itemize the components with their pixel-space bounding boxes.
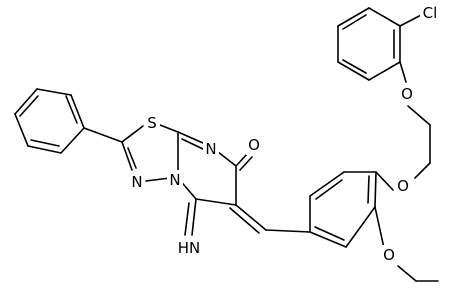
ring-nitrogen-bridge-label: N: [169, 171, 180, 189]
ring-nitrogen-right-atom: N: [203, 139, 219, 159]
ether-oxygen-upper-atom: O: [399, 84, 415, 104]
ethoxy-oxygen-atom: O: [381, 245, 397, 265]
ketone-oxygen-atom: O: [246, 135, 262, 155]
ring-nitrogen-left-label: N: [131, 173, 142, 191]
ketone-oxygen-label: O: [248, 136, 260, 154]
ether-oxygen-lower-label: O: [397, 177, 409, 195]
imine-label: HN: [178, 239, 201, 257]
chloro-atom: Cl: [420, 4, 440, 22]
sulfur-atom: S: [144, 113, 160, 133]
bond-lines: [14, 7, 439, 282]
sulfur-label: S: [147, 114, 157, 132]
imine-atom: HN: [176, 238, 202, 258]
ring-nitrogen-bridge-atom: N: [167, 170, 183, 190]
ring-nitrogen-left-atom: N: [129, 172, 145, 192]
ethoxy-oxygen-label: O: [383, 246, 395, 264]
ring-nitrogen-right-label: N: [205, 140, 216, 158]
chloro-label: Cl: [423, 4, 438, 22]
ether-oxygen-upper-label: O: [401, 85, 413, 103]
ether-oxygen-lower-atom: O: [395, 176, 411, 196]
atom-labels: Cl O O O O S N N: [129, 4, 440, 265]
